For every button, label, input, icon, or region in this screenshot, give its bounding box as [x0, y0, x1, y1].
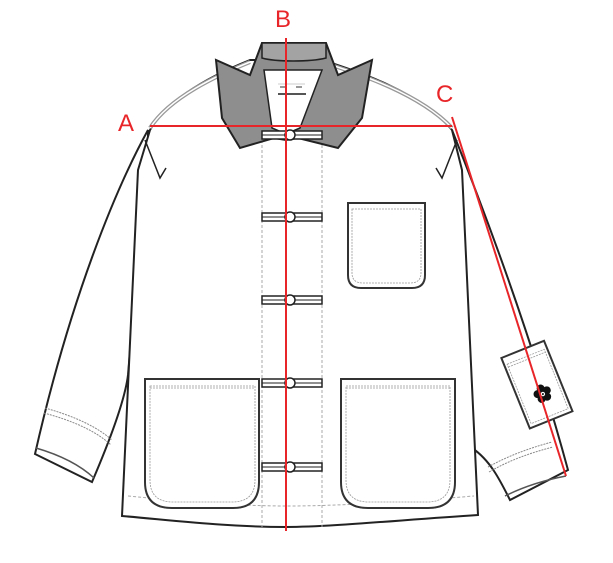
measure-label-a: A: [118, 110, 135, 137]
frog-closure: [261, 461, 323, 473]
lower-pocket-right: [340, 378, 456, 509]
frog-closure: [261, 129, 323, 141]
neck-label: [278, 83, 306, 95]
measure-line-c: [451, 116, 567, 477]
measure-label-c: C: [436, 81, 454, 108]
measure-label-b: B: [275, 6, 292, 33]
measurement-lines: [150, 38, 567, 531]
frog-closure: [261, 211, 323, 223]
chest-pocket: [347, 202, 426, 289]
frog-closure: [261, 377, 323, 389]
left-sleeve: [33, 129, 149, 484]
collar: [214, 42, 374, 150]
frog-closure: [261, 294, 323, 306]
lower-pocket-left: [144, 378, 260, 509]
frog-closures: [261, 129, 323, 473]
